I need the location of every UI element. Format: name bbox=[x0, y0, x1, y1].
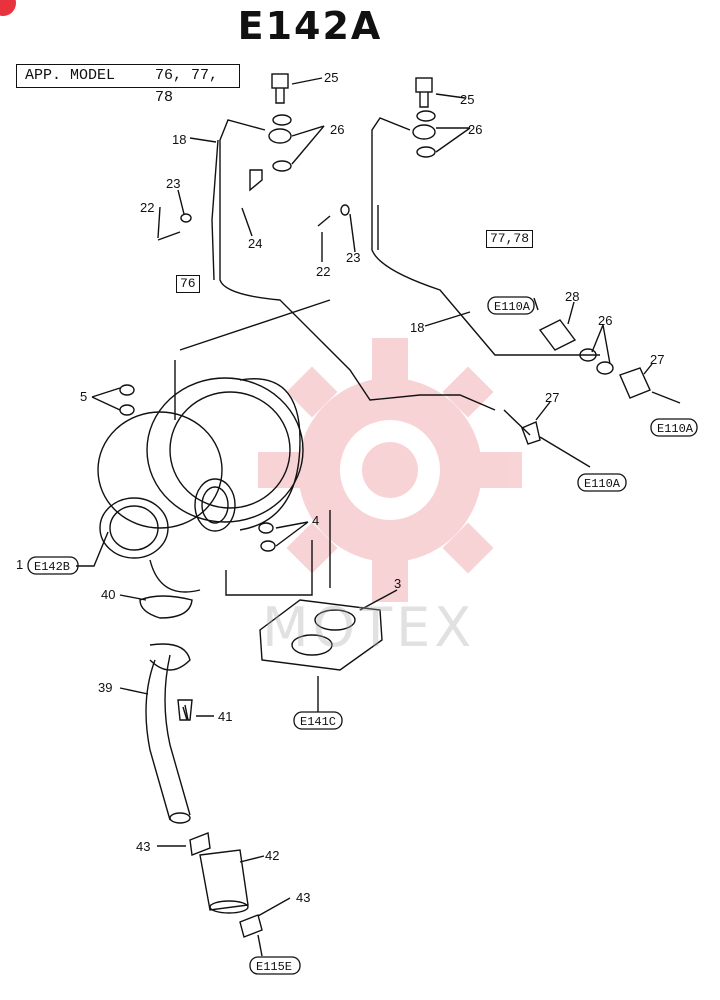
bolt-41 bbox=[177, 699, 193, 721]
connector-28 bbox=[538, 319, 577, 351]
banjo-bolt-left bbox=[271, 73, 289, 89]
part-callout-23: 23 bbox=[166, 176, 180, 191]
part-callouts: 25 25 26 26 26 18 18 23 23 22 22 24 28 2… bbox=[16, 70, 664, 905]
part-callout-22: 22 bbox=[316, 264, 330, 279]
part-callout-27: 27 bbox=[545, 390, 559, 405]
part-callout-26: 26 bbox=[468, 122, 482, 137]
page-reference-e110a: E110A bbox=[584, 477, 621, 491]
part-callout-18: 18 bbox=[172, 132, 186, 147]
part-callout-24: 24 bbox=[248, 236, 262, 251]
turbocharger-housing bbox=[97, 299, 331, 593]
part-callout-25: 25 bbox=[460, 92, 474, 107]
model-tag-76: 76 bbox=[176, 275, 200, 293]
part-callout-42: 42 bbox=[265, 848, 279, 863]
part-callout-43: 43 bbox=[296, 890, 310, 905]
part-callout-3: 3 bbox=[394, 576, 401, 591]
exhaust-gasket bbox=[259, 599, 383, 671]
page-reference-e142b: E142B bbox=[34, 560, 70, 574]
oil-drain-pipe bbox=[139, 595, 249, 914]
part-callout-26: 26 bbox=[598, 313, 612, 328]
oil-feed-pipe-right bbox=[371, 117, 600, 356]
part-callout-23: 23 bbox=[346, 250, 360, 265]
part-callout-25: 25 bbox=[324, 70, 338, 85]
watermark-gear-logo bbox=[258, 338, 522, 602]
page-reference-e141c: E141C bbox=[300, 715, 336, 729]
part-callout-39: 39 bbox=[98, 680, 112, 695]
hose-clamp-43a bbox=[189, 832, 211, 856]
page-reference-e110a: E110A bbox=[494, 300, 531, 314]
part-callout-5: 5 bbox=[80, 389, 87, 404]
page-reference-e115e: E115E bbox=[256, 960, 292, 974]
part-callout-43: 43 bbox=[136, 839, 150, 854]
model-tag-77-78: 77,78 bbox=[486, 230, 534, 248]
part-callout-28: 28 bbox=[565, 289, 579, 304]
applicable-model-box: APP. MODEL 76, 77, 78 bbox=[16, 64, 240, 106]
part-callout-4: 4 bbox=[312, 513, 319, 528]
diagram-title: E142A bbox=[237, 4, 383, 48]
nut-5a bbox=[119, 384, 135, 396]
part-callout-26: 26 bbox=[330, 122, 344, 137]
corner-badge bbox=[0, 0, 16, 16]
watermark-text: MOTEX bbox=[262, 596, 476, 659]
page-reference-e110a: E110A bbox=[657, 422, 694, 436]
part-callout-18: 18 bbox=[410, 320, 424, 335]
applicable-model-values: 76, 77, 78 bbox=[155, 67, 219, 106]
union-27a bbox=[619, 367, 651, 399]
oil-feed-pipe-left bbox=[211, 119, 496, 411]
nut-4b bbox=[260, 540, 276, 552]
union-27b bbox=[521, 421, 541, 445]
line-art bbox=[76, 73, 681, 957]
part-callout-27: 27 bbox=[650, 352, 664, 367]
hose-clamp-43b bbox=[239, 914, 263, 938]
part-callout-41: 41 bbox=[218, 709, 232, 724]
page-references: E110A E110A E110A E142B E141C E115E bbox=[27, 296, 698, 975]
nut-4a bbox=[258, 522, 274, 534]
applicable-model-label: APP. MODEL bbox=[25, 67, 116, 84]
nut-5b bbox=[119, 404, 135, 416]
banjo-bolt-right bbox=[415, 77, 433, 93]
part-callout-1: 1 bbox=[16, 557, 23, 572]
part-callout-22: 22 bbox=[140, 200, 154, 215]
part-callout-40: 40 bbox=[101, 587, 115, 602]
